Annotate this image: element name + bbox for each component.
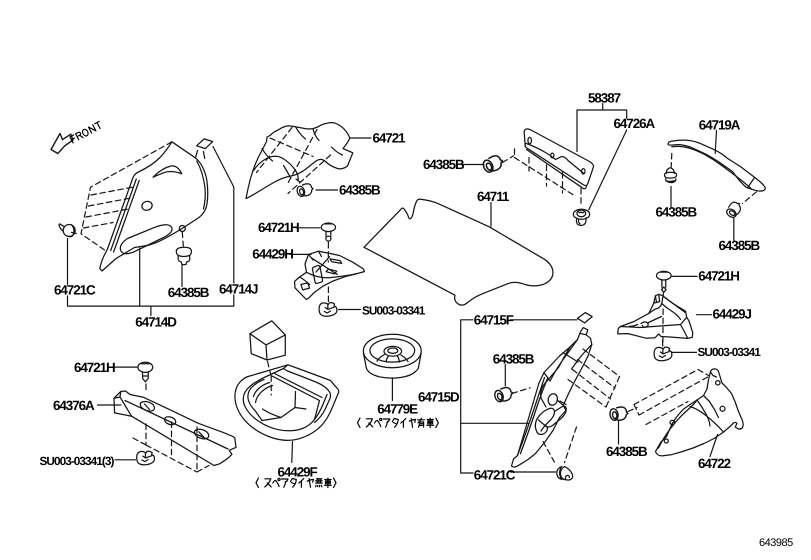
- svg-text:64722: 64722: [698, 456, 731, 471]
- svg-text:SU003-03341: SU003-03341: [698, 345, 762, 359]
- svg-text:64429J: 64429J: [713, 307, 752, 322]
- svg-text:64385B: 64385B: [719, 238, 761, 253]
- svg-text:64721C: 64721C: [54, 283, 96, 298]
- svg-text:SU003-03341(3): SU003-03341(3): [40, 454, 115, 468]
- svg-text:64714J: 64714J: [219, 282, 258, 297]
- svg-text:64779E: 64779E: [377, 402, 418, 417]
- svg-text:64429H: 64429H: [252, 247, 293, 262]
- svg-text:64385B: 64385B: [656, 205, 698, 220]
- svg-text:64385B: 64385B: [168, 285, 210, 300]
- svg-text:64721H: 64721H: [74, 360, 115, 375]
- svg-text:64714D: 64714D: [135, 315, 177, 330]
- svg-text:64715F: 64715F: [474, 313, 514, 328]
- svg-text:64385B: 64385B: [423, 157, 465, 172]
- svg-text:64385B: 64385B: [339, 183, 381, 198]
- svg-text:64711: 64711: [477, 189, 510, 204]
- svg-text:64726A: 64726A: [614, 116, 656, 131]
- svg-text:64385B: 64385B: [493, 351, 535, 366]
- svg-text:64719A: 64719A: [699, 117, 741, 132]
- svg-text:64376A: 64376A: [53, 398, 95, 413]
- svg-text:64721H: 64721H: [258, 220, 299, 235]
- svg-text:64721C: 64721C: [474, 467, 516, 482]
- svg-text:64721: 64721: [373, 131, 407, 146]
- svg-text:64385B: 64385B: [606, 444, 648, 459]
- svg-text:SU003-03341: SU003-03341: [362, 303, 426, 317]
- svg-text:64721H: 64721H: [698, 269, 739, 284]
- svg-text:64429F: 64429F: [278, 465, 318, 480]
- svg-text:643985: 643985: [759, 537, 793, 549]
- svg-text:58387: 58387: [588, 91, 621, 106]
- svg-text:64715D: 64715D: [418, 390, 460, 405]
